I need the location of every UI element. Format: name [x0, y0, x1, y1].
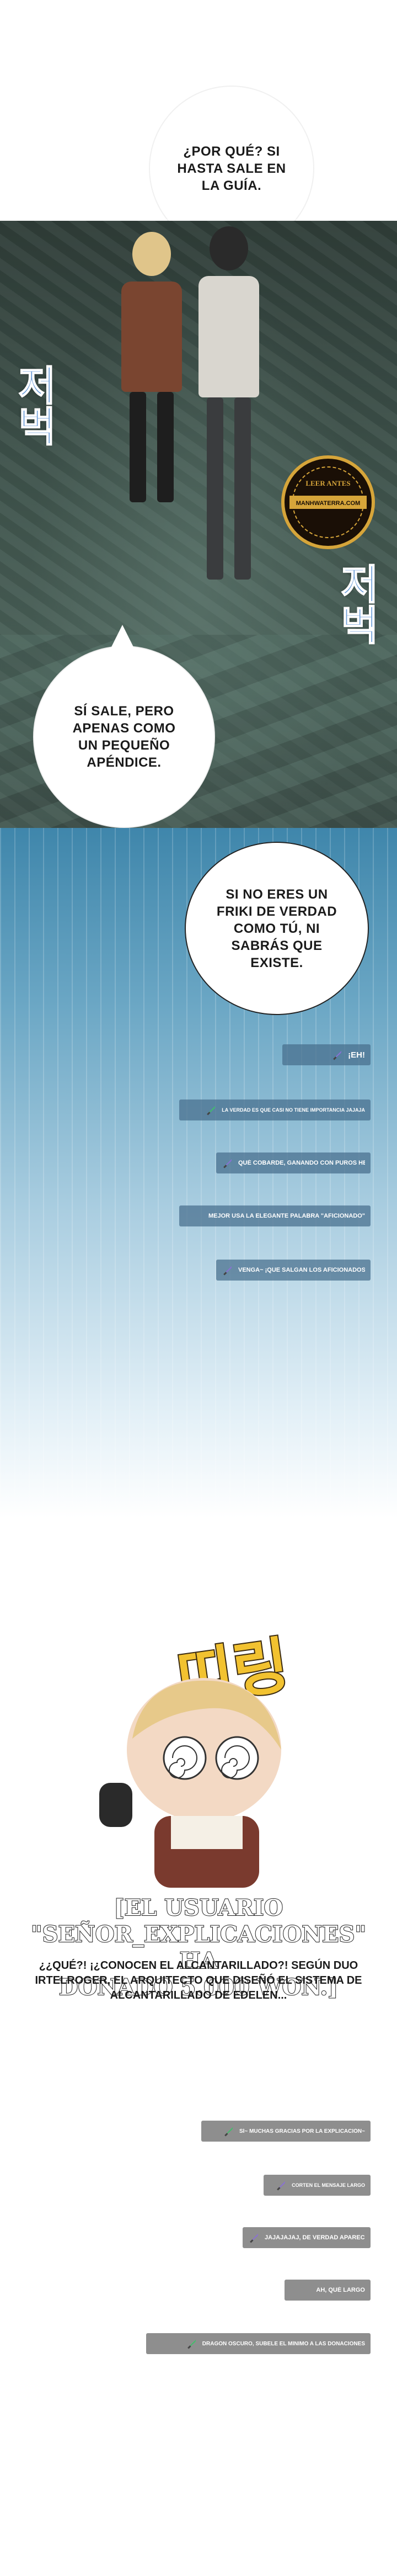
character-blond-body	[121, 281, 182, 392]
speech-bubble-3-text: SI NO ERES UN FRIKI DE VERDAD COMO TÚ, N…	[216, 886, 337, 970]
character-dark-head	[210, 226, 248, 270]
sword-icon	[277, 2181, 286, 2191]
chibi-character	[99, 1678, 281, 1888]
character-blond-head	[132, 232, 171, 276]
sword-icon	[250, 2234, 258, 2243]
donation-announcement: [EL USUARIO "SEÑOR_EXPLICACIONES" HA DON…	[30, 1894, 367, 2001]
sword-icon	[223, 1159, 232, 1169]
chat-message-top-4-text: MEJOR USA LA ELEGANTE PALABRA "AFICIONAD…	[208, 1213, 365, 1219]
site-logo-icon: LEER ANTES MANHWATERRA.COM	[281, 455, 375, 549]
chat-message-bottom-5: DRAGÓN OSCURO, SÚBELE EL MÍNIMO A LAS DO…	[146, 2333, 371, 2354]
chat-message-bottom-2-text: CORTEN EL MENSAJE LARGO	[292, 2182, 365, 2188]
sword-icon	[224, 2127, 233, 2137]
chat-message-top-2: LA VERDAD ES QUE CASI NO TIENE IMPORTANC…	[179, 1100, 371, 1120]
chat-message-bottom-4: AH, QUÉ LARGO	[285, 2280, 371, 2301]
site-logo-text-main: MANHWATERRA.COM	[296, 500, 361, 507]
chat-message-top-4: MEJOR USA LA ELEGANTE PALABRA "AFICIONAD…	[179, 1205, 371, 1226]
character-dark-body	[198, 276, 259, 397]
sfx-footsteps-left: 저벅	[8, 364, 58, 447]
donation-message: ¿¿QUÉ?! ¡¿CONOCEN EL ALCANTARILLADO?! SE…	[35, 1959, 362, 2001]
sword-icon	[333, 1051, 342, 1060]
chat-message-top-1: ¡EH!	[282, 1044, 371, 1065]
chat-message-bottom-3: JAJAJAJAJ, DE VERDAD APARECIÓ	[243, 2227, 371, 2248]
speech-bubble-2-tail	[110, 625, 135, 649]
site-logo-text-top: LEER ANTES	[305, 479, 350, 487]
chat-message-bottom-4-text: AH, QUÉ LARGO	[316, 2287, 365, 2293]
speech-bubble-1-text: ¿POR QUÉ? SI HASTA SALE EN LA GUÍA.	[177, 144, 286, 193]
chat-message-top-3-text: QUÉ COBARDE, GANANDO CON PUROS HECHOS...	[238, 1160, 365, 1166]
sfx-footsteps-left-text: 저벅	[9, 364, 58, 447]
character-blond	[110, 221, 193, 530]
chat-message-top-3: QUÉ COBARDE, GANANDO CON PUROS HECHOS...	[216, 1152, 371, 1173]
sword-icon	[223, 1266, 232, 1276]
chat-message-bottom-5-text: DRAGÓN OSCURO, SÚBELE EL MÍNIMO A LAS DO…	[202, 2340, 365, 2347]
speech-bubble-2-text: SÍ SALE, PERO APENAS COMO UN PEQUEÑO APÉ…	[72, 704, 176, 770]
chat-message-top-5: VENGA~ ¡QUE SALGAN LOS AFICIONADOS A RP!	[216, 1260, 371, 1281]
character-dark-leg-right	[234, 397, 251, 580]
chat-message-bottom-1: SÍ~ MUCHAS GRACIAS POR LA EXPLICACIÓN~	[201, 2121, 371, 2142]
speech-bubble-3: SI NO ERES UN FRIKI DE VERDAD COMO TÚ, N…	[185, 842, 369, 1015]
chat-message-bottom-1-text: SÍ~ MUCHAS GRACIAS POR LA EXPLICACIÓN~	[239, 2128, 365, 2134]
character-blond-leg-right	[157, 392, 174, 502]
sword-icon	[187, 2340, 196, 2349]
character-dark-leg-left	[207, 397, 223, 580]
character-dark	[187, 215, 270, 613]
character-blond-leg-left	[130, 392, 146, 502]
chat-message-top-2-text: LA VERDAD ES QUE CASI NO TIENE IMPORTANC…	[222, 1107, 365, 1113]
chat-message-top-5-text: VENGA~ ¡QUE SALGAN LOS AFICIONADOS A RP!	[238, 1267, 365, 1273]
sword-icon	[207, 1106, 216, 1116]
sfx-footsteps-right-text: 저벅	[332, 562, 380, 645]
sfx-footsteps-right: 저벅	[331, 562, 380, 645]
speech-bubble-2: SÍ SALE, PERO APENAS COMO UN PEQUEÑO APÉ…	[33, 646, 215, 828]
chat-message-bottom-3-text: JAJAJAJAJ, DE VERDAD APARECIÓ	[265, 2234, 365, 2241]
chat-message-bottom-2: CORTEN EL MENSAJE LARGO	[264, 2175, 371, 2196]
chat-message-top-1-text: ¡EH!	[348, 1050, 365, 1060]
